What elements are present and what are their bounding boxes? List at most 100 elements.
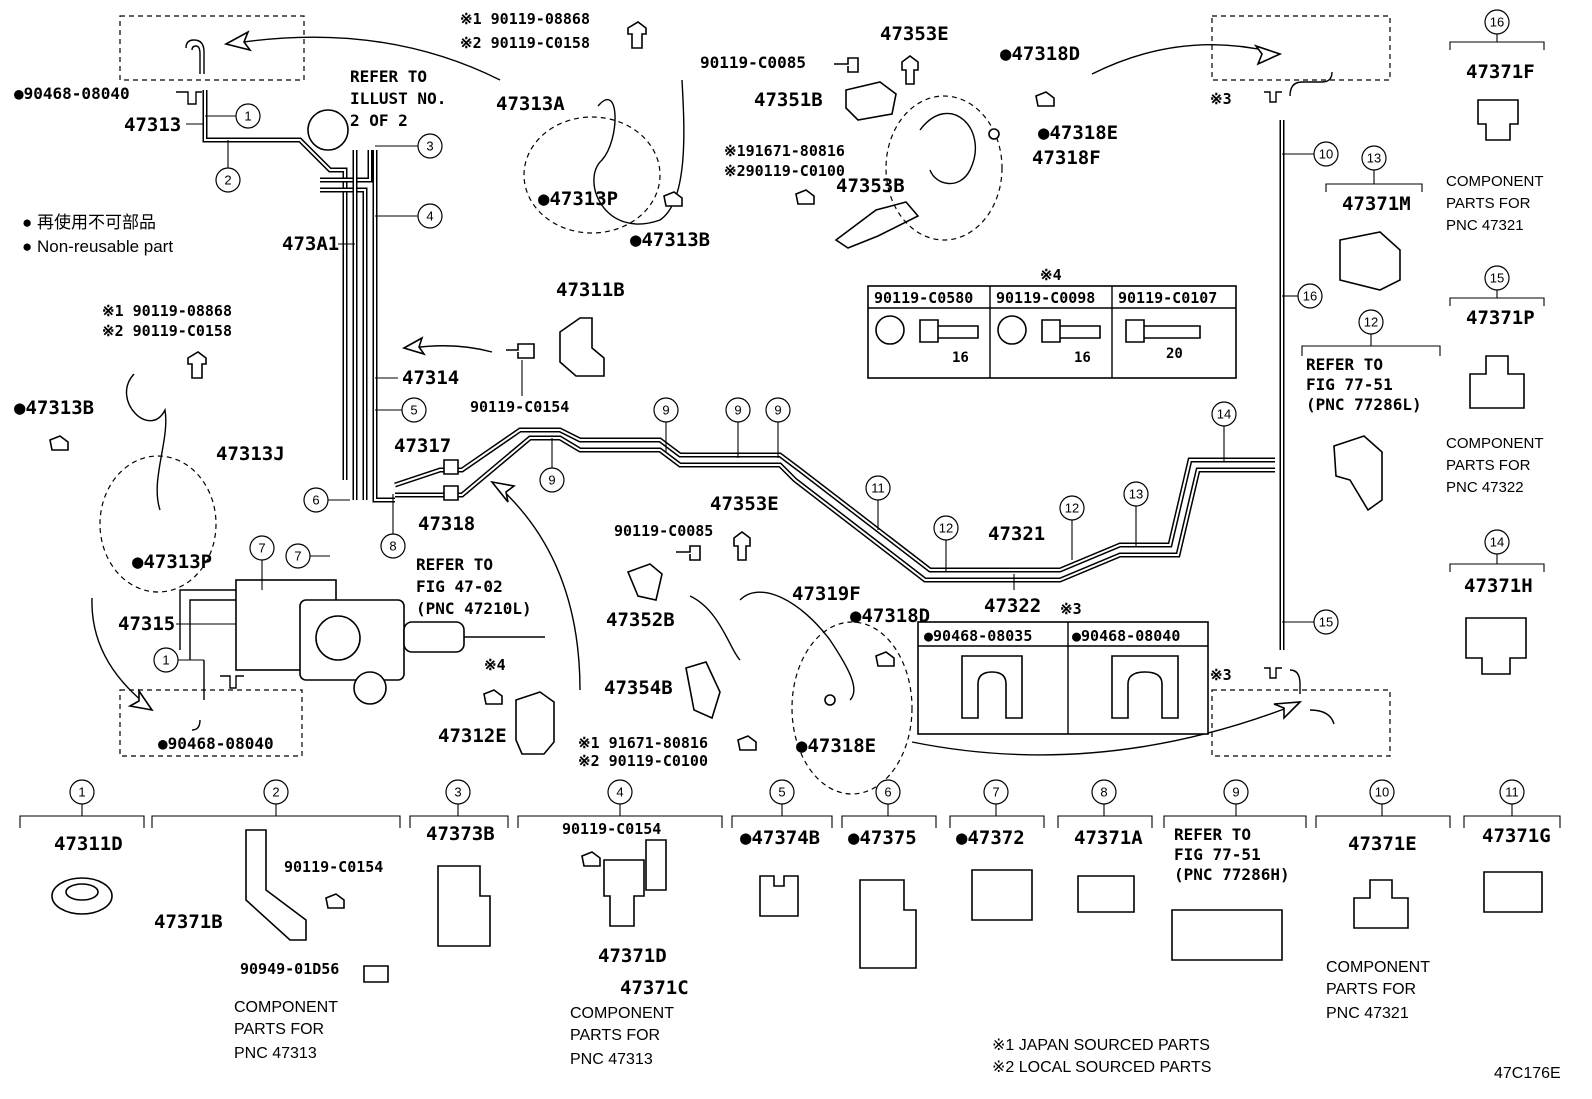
callout-2: 2 [215, 140, 241, 193]
callout-13: 13 [1123, 481, 1149, 546]
clip-icon-47371e [1353, 879, 1409, 929]
svg-text:1: 1 [244, 109, 251, 124]
svg-text:FIG 77-51: FIG 77-51 [1174, 845, 1261, 864]
bracket-47352b [626, 563, 663, 601]
bottom-item-2: 2 90119-C0154 47371B 90949-01D56 COMPONE… [151, 779, 401, 1062]
svg-text:9: 9 [1232, 785, 1239, 800]
note-local-sourced: ※2 LOCAL SOURCED PARTS [992, 1059, 1211, 1076]
svg-text:9: 9 [734, 403, 741, 418]
label-47321: 47321 [988, 523, 1045, 545]
clip-icon-47371p [1469, 355, 1525, 409]
callout-5: 5 [375, 397, 427, 423]
note-japan-sourced: ※1 JAPAN SOURCED PARTS [992, 1037, 1210, 1054]
hose-47313j [125, 373, 167, 511]
bolt-icon-47353e-mid [733, 531, 751, 561]
label-47315: 47315 [118, 613, 175, 635]
bottom-item-6: 6 ●47375 [841, 779, 937, 969]
clip-icon-47375 [859, 879, 917, 969]
svg-text:13: 13 [1367, 151, 1381, 166]
label-47353e-mid: 47353E [710, 493, 779, 515]
callout-4: 4 [375, 203, 443, 229]
inset-box-bottom-right [1211, 689, 1391, 757]
svg-text:REFER TO: REFER TO [1306, 355, 1383, 374]
svg-text:7: 7 [258, 541, 265, 556]
refer-fig4702-line3: (PNC 47210L) [416, 599, 532, 618]
bolt-icon-90119-c0085-mid [676, 545, 701, 561]
callout-9b: 9 [653, 397, 679, 452]
label-47318f: 47318F [1032, 147, 1101, 169]
svg-text:16: 16 [1490, 15, 1504, 30]
bracket-47311b [559, 317, 605, 377]
pn-47374b: ●47374B [740, 827, 820, 849]
callout-6: 6 [303, 487, 350, 513]
inset-pipe-end-tl [185, 39, 205, 74]
svg-text:PARTS FOR: PARTS FOR [570, 1027, 660, 1044]
svg-text:8: 8 [1100, 785, 1107, 800]
diagram-code: 47C176E [1494, 1065, 1561, 1082]
bolt-icon-47354b [737, 735, 757, 751]
svg-text:11: 11 [1505, 785, 1519, 800]
clip-icon-47373b [437, 865, 491, 947]
label-47312e-note: ※4 [484, 656, 506, 674]
label-m2: ※2 90119-C0100 [578, 752, 708, 770]
svg-text:REFER TO: REFER TO [1174, 825, 1251, 844]
clip-icon-47371c [645, 839, 667, 891]
label-47318: 47318 [418, 513, 475, 535]
inset-box-bottom-left [119, 689, 303, 757]
refer-illust-line1: REFER TO [350, 67, 427, 86]
label-m1: ※1 91671-80816 [578, 734, 708, 752]
label-47314: 47314 [402, 367, 459, 389]
legend-non-reusable-en: ● Non-reusable part [22, 237, 173, 256]
svg-text:12: 12 [1065, 501, 1079, 516]
brake-tube-joint [443, 459, 459, 501]
svg-text:(PNC 77286H): (PNC 77286H) [1174, 865, 1290, 884]
label-47353e-top: 47353E [880, 23, 949, 45]
pn-47371b: 47371B [154, 911, 223, 933]
callout-7b: 7 [285, 543, 330, 569]
bolt-dim-1: 16 [1074, 350, 1091, 366]
callout-9a: 9 [539, 438, 565, 493]
brake-master-cylinder [403, 621, 465, 653]
clip-icon-47371d [603, 859, 645, 927]
bottom-item-1: 1 47311D [19, 779, 145, 915]
svg-text:PNC 47313: PNC 47313 [234, 1045, 317, 1062]
label-47352b: 47352B [606, 609, 675, 631]
callout-14: 14 [1211, 401, 1237, 462]
callout-10: 10 [1282, 141, 1339, 167]
bottom-item-7: 7 ●47372 [949, 779, 1045, 921]
clip-icon-47371h [1465, 617, 1527, 675]
svg-text:COMPONENT: COMPONENT [1326, 959, 1430, 976]
pn-47371h: 47371H [1464, 575, 1533, 597]
bottom-item-5: 5 ●47374B [731, 779, 833, 917]
bolt-dim-2: 20 [1166, 346, 1183, 362]
label-47313b-left: ●47313B [14, 397, 94, 419]
callout-3: 3 [375, 133, 443, 159]
clip-icon-47374b [759, 875, 799, 917]
inset-box-top-right [1211, 15, 1391, 81]
bolt-head-icon [997, 315, 1027, 345]
bolt-icon-47313b-left [49, 435, 69, 451]
label-47312e: 47312E [438, 725, 507, 747]
pn-47371f: 47371F [1466, 61, 1535, 83]
label-47317: 47317 [394, 435, 451, 457]
callout-circles: 1 2 3 4 5 6 7 7 8 1 9 9 9 9 11 12 12 13 … [153, 103, 1339, 673]
svg-text:1: 1 [162, 653, 169, 668]
arrowhead-47314 [401, 336, 427, 356]
bolt-icon-top [627, 21, 647, 49]
label-bolt2-top: ※2 90119-C0158 [460, 34, 590, 52]
detail-circle-47313j [99, 455, 217, 593]
label-x3-bottom: ※3 [1210, 666, 1232, 684]
svg-text:3: 3 [426, 139, 433, 154]
bracket-icon-47371b [245, 829, 307, 941]
svg-text:2: 2 [224, 173, 231, 188]
svg-text:COMPONENT: COMPONENT [1446, 173, 1544, 190]
label-47313: 47313 [124, 114, 181, 136]
svg-text:5: 5 [778, 785, 785, 800]
clip-icon-47371f [1477, 99, 1519, 141]
label-x3-top: ※3 [1210, 90, 1232, 108]
svg-text:5: 5 [410, 403, 417, 418]
bolt-icon-90119-c0085-top [834, 57, 859, 73]
clip-col-1: ●90468-08040 [1072, 627, 1180, 645]
label-47354b: 47354B [604, 677, 673, 699]
detail-circle-47318d [791, 621, 913, 795]
